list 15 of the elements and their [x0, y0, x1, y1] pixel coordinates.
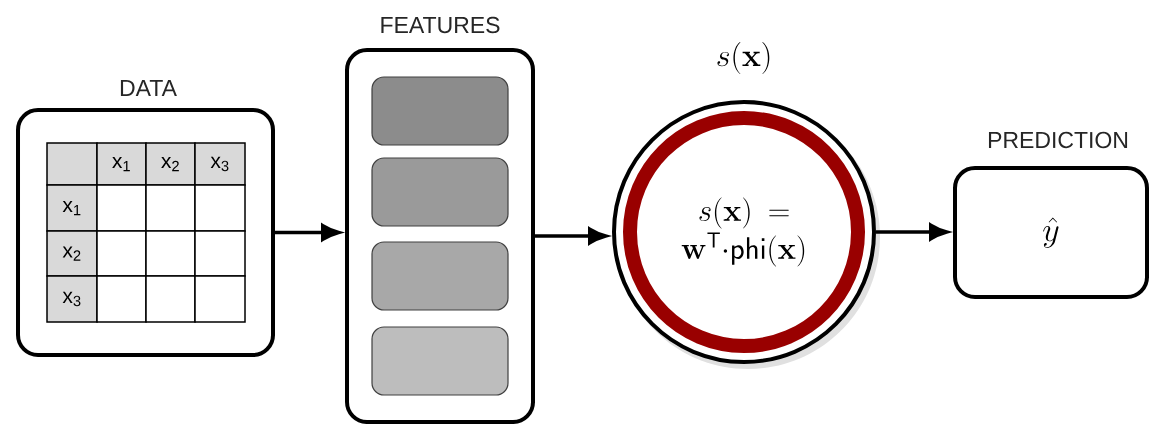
box-heading: PREDICTION: [988, 131, 1128, 149]
table-header-cell: x$_{1}$: [96, 142, 147, 186]
feature-bar: [371, 157, 509, 227]
process-box: $\hat{y}$: [953, 166, 1149, 299]
box-heading: FEATURES: [381, 16, 500, 34]
feature-bar: [371, 241, 509, 311]
box-heading: DATA: [120, 80, 177, 96]
table-header-cell: x$_{1}$: [46, 184, 98, 232]
table-header-cell: x$_{2}$: [46, 230, 98, 277]
circle-heading: $s(\mathbf{x})$: [717, 42, 770, 74]
table-header-cell: x$_{3}$: [46, 275, 98, 323]
feature-bar: [371, 76, 509, 146]
feature-bar: [371, 326, 509, 396]
table-header-cell: x$_{3}$: [194, 142, 246, 186]
table-header-cell: x$_{2}$: [145, 142, 196, 186]
